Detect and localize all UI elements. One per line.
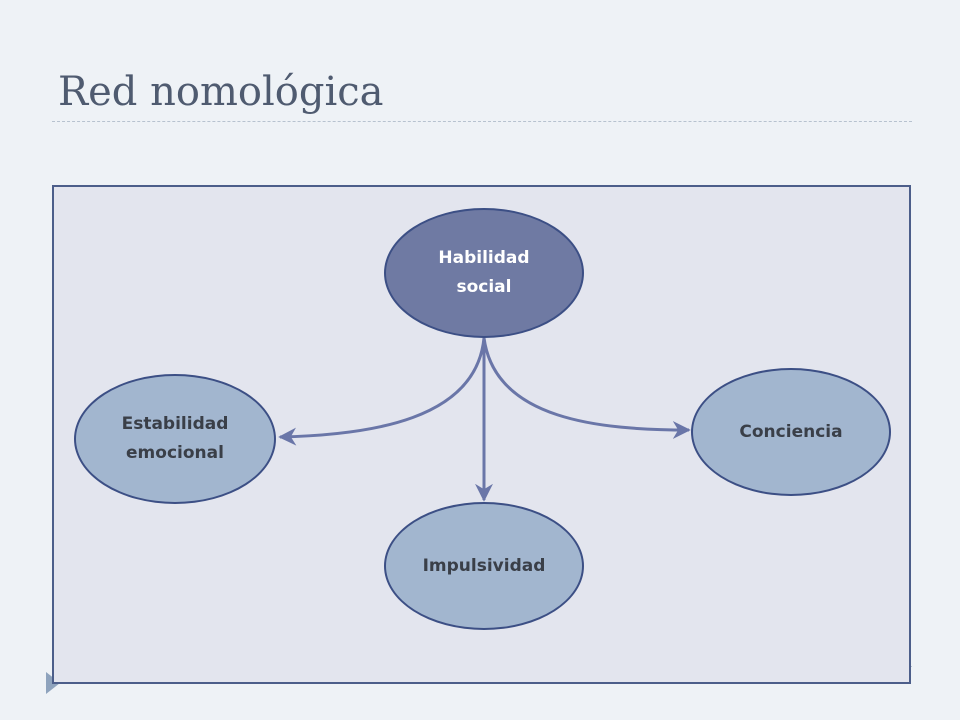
- node-label: Habilidad: [438, 248, 530, 268]
- node-label: Estabilidad: [121, 414, 229, 434]
- node-estabilidad-emocional: Estabilidad emocional: [74, 374, 276, 504]
- node-label: Conciencia: [739, 421, 843, 442]
- slide-title: Red nomológica: [58, 69, 384, 115]
- node-habilidad-social: Habilidad social: [384, 208, 584, 338]
- node-conciencia: Conciencia: [691, 368, 891, 496]
- node-label: emocional: [126, 443, 224, 463]
- edge-hub-to-conciencia: [482, 337, 691, 439]
- node-impulsividad: Impulsividad: [384, 502, 584, 630]
- node-label: social: [456, 277, 512, 297]
- edge-hub-to-estabilidad: [278, 337, 486, 446]
- title-divider: [52, 121, 912, 122]
- node-label: Impulsividad: [422, 555, 546, 576]
